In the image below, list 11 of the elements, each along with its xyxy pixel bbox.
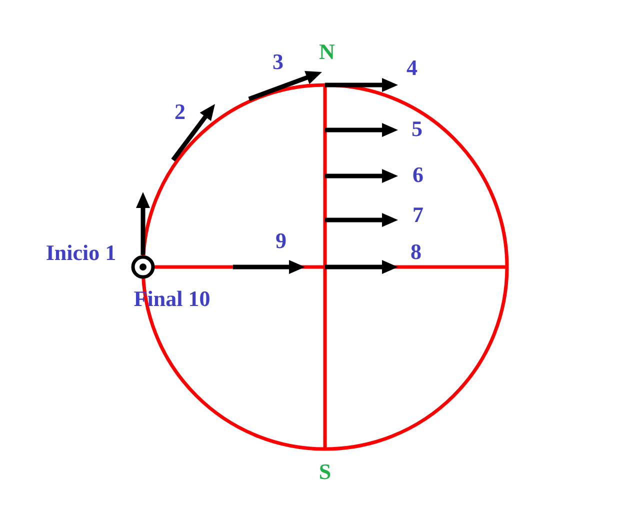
point-label: 4 [406, 57, 418, 79]
compass-label: S [318, 461, 332, 483]
point-label: 9 [276, 230, 286, 252]
point-label: 7 [412, 204, 424, 226]
point-label: 5 [412, 118, 422, 140]
point-label: 6 [412, 164, 424, 186]
compass-label: N [319, 41, 335, 63]
point-label: Inicio 1 [46, 242, 116, 264]
point-label: 8 [410, 241, 422, 263]
point-label: 2 [174, 101, 186, 123]
point-label: 3 [272, 51, 284, 73]
